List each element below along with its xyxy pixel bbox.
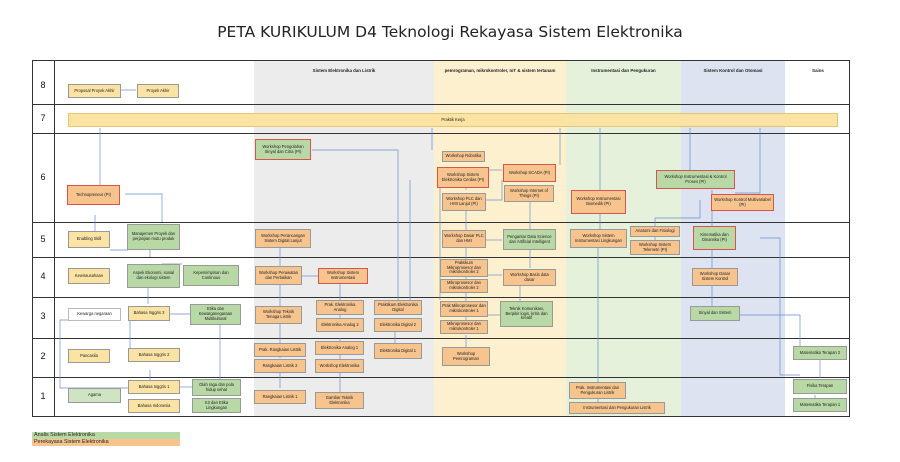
course-elektronika-digital-2[interactable]: Elektronika Digital 2 — [374, 318, 422, 332]
row-divider — [32, 104, 850, 105]
level-label-1: 1 — [40, 391, 46, 401]
course-instrumentasi-pengukuran[interactable]: Instrumentasi dan Pengukuran Listrik — [569, 402, 665, 414]
course-kinematika-dinamika[interactable]: Kinematika dan Dinamika (PI) — [693, 226, 736, 250]
row-divider — [32, 297, 850, 298]
band-title-sistem-elektronika: Sistem Elektronika dan Listrik — [312, 68, 376, 73]
course-workshop-instrumentasi-lingkungan[interactable]: Workshop Sistem Instrumentasi Lingkungan — [570, 229, 627, 248]
course-workshop-pemrograman[interactable]: Workshop Pemrograman — [442, 347, 490, 366]
course-fisika-terapan[interactable]: Fisika Terapan — [793, 379, 847, 394]
curriculum-frame — [32, 60, 850, 417]
course-rangkaian-listrik-2[interactable]: Rangkaian Listrik 2 — [254, 359, 306, 373]
level-label-7: 7 — [40, 113, 46, 123]
course-sinyal-sistem[interactable]: Sinyal dan Sistem — [690, 306, 740, 321]
course-workshop-plc-lanjut[interactable]: Workshop PLC dan HMI Lanjut (PI) — [442, 193, 486, 211]
course-prak-elektronika-analog[interactable]: Prak. Elektronika Analog — [316, 300, 364, 315]
course-mikroprosesor2[interactable]: Mikroprosesor dan mikrokontroler 2 — [440, 279, 488, 293]
course-enabling-skill[interactable]: Enabling Skill — [68, 231, 110, 248]
course-workshop-dasar-plc[interactable]: Workshop Dasar PLC dan HMI — [442, 230, 486, 248]
course-workshop-basis-data[interactable]: Workshop Basis data dasar — [503, 269, 556, 286]
level-label-8: 8 — [40, 80, 46, 90]
row-divider — [32, 257, 850, 258]
course-workshop-biomedik[interactable]: Workshop Instrumentasi Biomedik (PI) — [571, 190, 626, 214]
course-elektronika-analog-2[interactable]: Elektronika Analog 2 — [316, 318, 364, 332]
level-label-5: 5 — [40, 234, 46, 244]
course-workshop-perancangan-digital[interactable]: Workshop Perancangan Sistem Digital Lanj… — [255, 229, 311, 248]
course-workshop-dasar-kontrol[interactable]: Workshop Dasar Sistem Kontrol — [692, 268, 738, 286]
course-matematika-terapan-2[interactable]: Matematika Terapan 2 — [793, 346, 847, 360]
course-workshop-sistem-instrumentasi[interactable]: Workshop Sistem Instrumentasi — [318, 268, 368, 284]
band-title-sains: Sains — [812, 68, 824, 73]
course-workshop-pengolahan-sinyal[interactable]: Workshop Pengolahan Sinyal dan Citra (PI… — [255, 139, 311, 160]
course-kewirausahaan[interactable]: Kewirausahaan — [68, 268, 110, 284]
course-workshop-sistem-cerdas[interactable]: Workshop Sistem Elektronika Cerdas (PI) — [437, 167, 489, 188]
course-praktik-kerja[interactable]: Praktik Kerja — [68, 113, 838, 127]
course-kepemimpinan[interactable]: Kepemimpinan dan Continous — [183, 265, 239, 286]
course-prak-instrumentasi[interactable]: Prak. Instrumentasi dan Pengukuran Listr… — [569, 382, 626, 399]
course-praktikum-elektronika-digital[interactable]: Praktikum Elektronika Digital — [374, 300, 422, 315]
level-column-divider — [54, 60, 55, 417]
course-prak-rangkaian-listrik[interactable]: Prak. Rangkaian Listrik — [254, 343, 306, 357]
course-elektronika-digital-1[interactable]: Elektronika Digital 1 — [374, 343, 422, 359]
course-bahasa-inggris-3[interactable]: Bahasa Inggris 3 — [128, 306, 170, 321]
course-kewarganegaraan[interactable]: Kewarga negaraan — [68, 308, 121, 321]
course-matematika-terapan-1[interactable]: Matematika Terapan 1 — [793, 398, 847, 412]
course-bahasa-indonesia[interactable]: Bahasa Indonesia — [128, 399, 180, 413]
course-workshop-iot[interactable]: Workshop Internet of Things (PI) — [504, 185, 554, 202]
course-proyek-akhir[interactable]: Proyek Akhir — [137, 84, 179, 98]
course-agama[interactable]: Agama — [68, 388, 121, 403]
row-divider — [32, 222, 850, 223]
course-etika-kewarganegaraan[interactable]: Etika dan Kewarganegaraan Multikultural — [190, 304, 241, 325]
row-divider — [32, 338, 850, 339]
course-aspek-ekonomi[interactable]: Aspek Ekonomi, sosial dan ekologi sistem — [127, 264, 180, 288]
course-workshop-kontrol-proses[interactable]: Workshop Instrumentasi & Kontrol Proses … — [656, 170, 735, 189]
course-olah-raga[interactable]: Olah raga dan pola hidup sehat — [192, 379, 241, 396]
course-rangkaian-listrik-1[interactable]: Rangkaian Listrik 1 — [254, 390, 306, 404]
row-divider — [32, 377, 850, 378]
course-workshop-elektronika[interactable]: Workshop Elektronika — [315, 359, 364, 373]
course-workshop-telemetri[interactable]: Workshop Sistem Telemetri (PI) — [630, 240, 680, 255]
course-bahasa-inggris-2[interactable]: Bahasa Inggris 2 — [128, 348, 180, 362]
level-label-4: 4 — [40, 271, 46, 281]
level-label-6: 6 — [40, 172, 46, 182]
course-manajemen-proyek[interactable]: Manajemen Proyek dan perjanjian mutu pro… — [127, 224, 180, 250]
band-title-instrumentasi: Instrumentasi dan Pengukuran — [591, 68, 656, 73]
course-workshop-perawatan[interactable]: Workshop Perawatan dan Perbaikan — [255, 266, 302, 285]
level-label-3: 3 — [40, 311, 46, 321]
course-workshop-scada[interactable]: Workshop SCADA (PI) — [503, 164, 556, 182]
legend-perekayasa: Perekayasa Sistem Elektronika — [32, 439, 180, 446]
course-proposal-proyek-akhir[interactable]: Proposal Proyek Akhir — [68, 84, 121, 98]
course-mikroprosesor-1[interactable]: Mikroprosesor dan mikrokontroler 1 — [440, 320, 488, 334]
page-title: PETA KURIKULUM D4 Teknologi Rekayasa Sis… — [217, 23, 683, 41]
legend-analis: Analis Sistem Elektronika — [32, 432, 180, 439]
course-prak-mikroprosesor-1[interactable]: Prak Mikroprosesor dan mikrokontroler 1 — [440, 301, 488, 317]
course-pancasila[interactable]: Pancasila — [68, 349, 110, 363]
course-praktikum-mikro2[interactable]: Praktikum Mikroprosesor dan mikrokontrol… — [440, 259, 488, 277]
row-divider — [32, 133, 850, 134]
course-workshop-teknik-tenaga-listrik[interactable]: Workshop Teknik Tenaga Listrik — [255, 306, 302, 324]
course-bahasa-inggris-1[interactable]: Bahasa Inggris 1 — [128, 380, 180, 394]
course-workshop-kontrol-multivariabel[interactable]: Workshop Kontrol Multivariabel (PI) — [711, 194, 774, 211]
course-teknik-komunikasi[interactable]: Teknik Komunikasi, Berpikir logis, kriti… — [500, 301, 553, 327]
course-elektronika-analog-1[interactable]: Elektronika Analog 1 — [315, 341, 364, 355]
band-title-sistem-kontrol: Sistem Kontrol dan Otomasi — [703, 68, 763, 73]
level-label-2: 2 — [40, 351, 46, 361]
course-k3-etika-lingkungan[interactable]: K3 dan Etika Lingkungan — [192, 398, 241, 413]
band-title-pemrograman: pemrograman, mikrokontroler, IoT & siste… — [444, 68, 556, 73]
course-gambar-teknik[interactable]: Gambar Teknik Elektronika — [315, 392, 364, 409]
course-pengantar-data-science[interactable]: Pengantar Data Science dan Artificial In… — [503, 229, 556, 250]
course-workshop-robotika[interactable]: Workshop Robotika — [442, 151, 485, 162]
course-anatomi-fisiologi[interactable]: Anatomi dan Fisiologi — [630, 226, 680, 237]
course-technopreneur[interactable]: Technopreneur (PI) — [67, 185, 120, 205]
